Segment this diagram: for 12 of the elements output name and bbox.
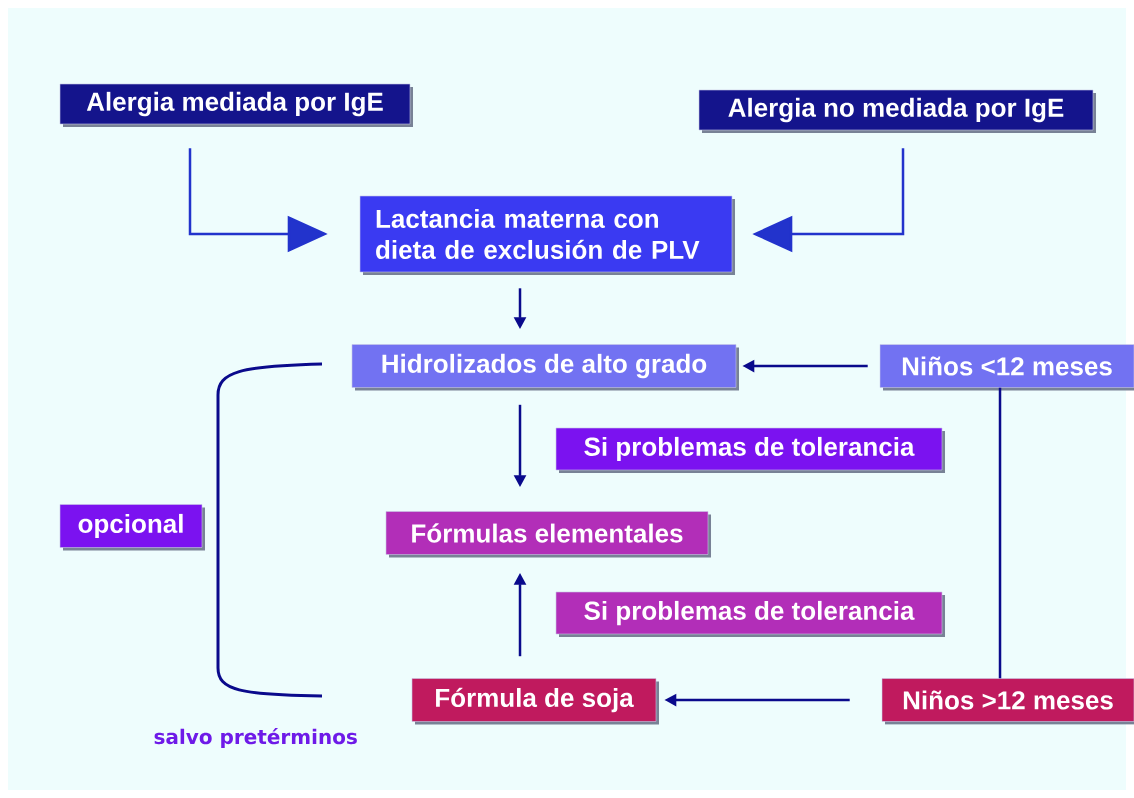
process-box: Fórmulas elementales	[385, 511, 711, 558]
condition-box: Si problemas de tolerancia	[555, 427, 945, 473]
heading-box: Alergia no mediada por IgE	[698, 89, 1096, 133]
tag-box: opcional	[59, 504, 205, 551]
process-box: Lactancia materna con dieta de exclusión de PLV	[359, 195, 735, 275]
process-box: Fórmula de soja	[411, 678, 659, 725]
heading-box: Alergia mediada por IgE	[59, 83, 413, 127]
note-text: salvo pretérminos	[154, 727, 357, 749]
condition-box: Niños >12 meses	[881, 678, 1134, 725]
process-box: Hidrolizados de alto grado	[351, 344, 739, 391]
condition-box: Niños <12 meses	[879, 344, 1134, 391]
condition-box: Si problemas de tolerancia	[555, 591, 945, 637]
